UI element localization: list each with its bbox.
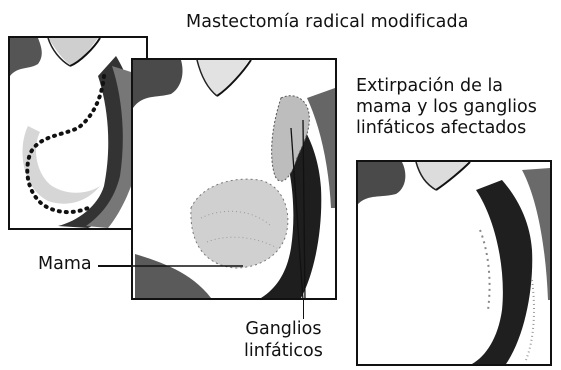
description-line-3: linfáticos afectados <box>356 118 537 139</box>
label-ganglios-line-2: linfáticos <box>244 340 323 362</box>
panel-incision-outline <box>8 36 148 230</box>
ganglios-leader-extension <box>303 299 304 319</box>
breast-tissue-region <box>191 179 288 268</box>
label-ganglios-line-1: Ganglios <box>244 318 323 340</box>
description-line-1: Extirpación de la <box>356 76 537 97</box>
panel-after-excision <box>356 160 552 366</box>
label-ganglios-linfaticos: Ganglios linfáticos <box>244 318 323 362</box>
procedure-description: Extirpación de la mama y los ganglios li… <box>356 76 537 139</box>
mama-leader-extension <box>98 265 133 267</box>
diagram-title: Mastectomía radical modificada <box>186 12 469 32</box>
description-line-2: mama y los ganglios <box>356 97 537 118</box>
label-mama: Mama <box>38 254 92 274</box>
panel-lymph-nodes <box>131 58 337 300</box>
